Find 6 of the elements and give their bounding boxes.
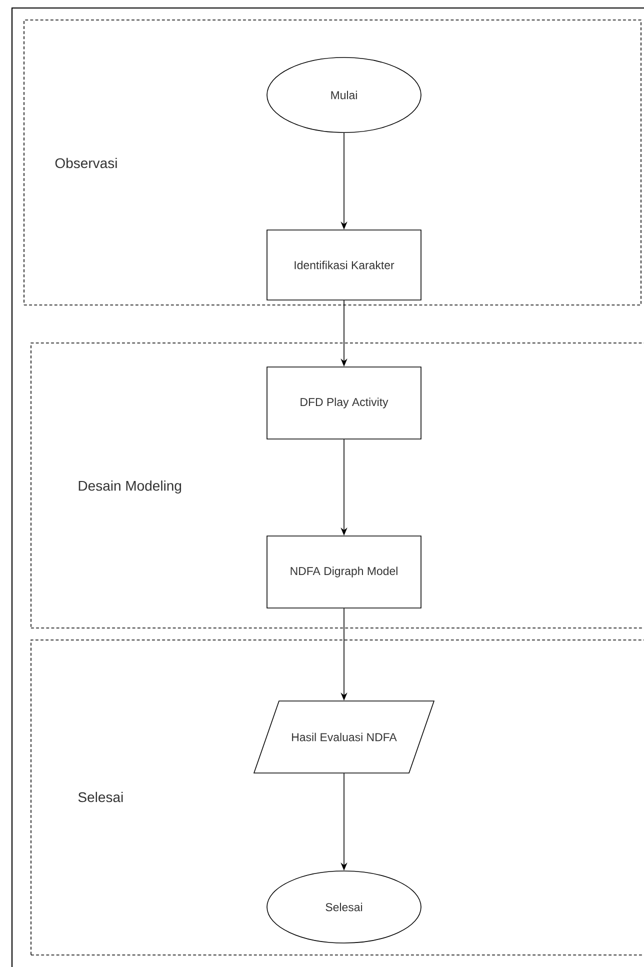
process-box: NDFA Digraph Model xyxy=(266,536,422,608)
lane-label: Desain Modeling xyxy=(78,480,182,494)
process-box: Identifikasi Karakter xyxy=(266,230,422,300)
lane-label: Observasi xyxy=(55,158,117,168)
lane-label: Selesai xyxy=(78,792,123,802)
process-box: DFD Play Activity xyxy=(266,366,422,440)
